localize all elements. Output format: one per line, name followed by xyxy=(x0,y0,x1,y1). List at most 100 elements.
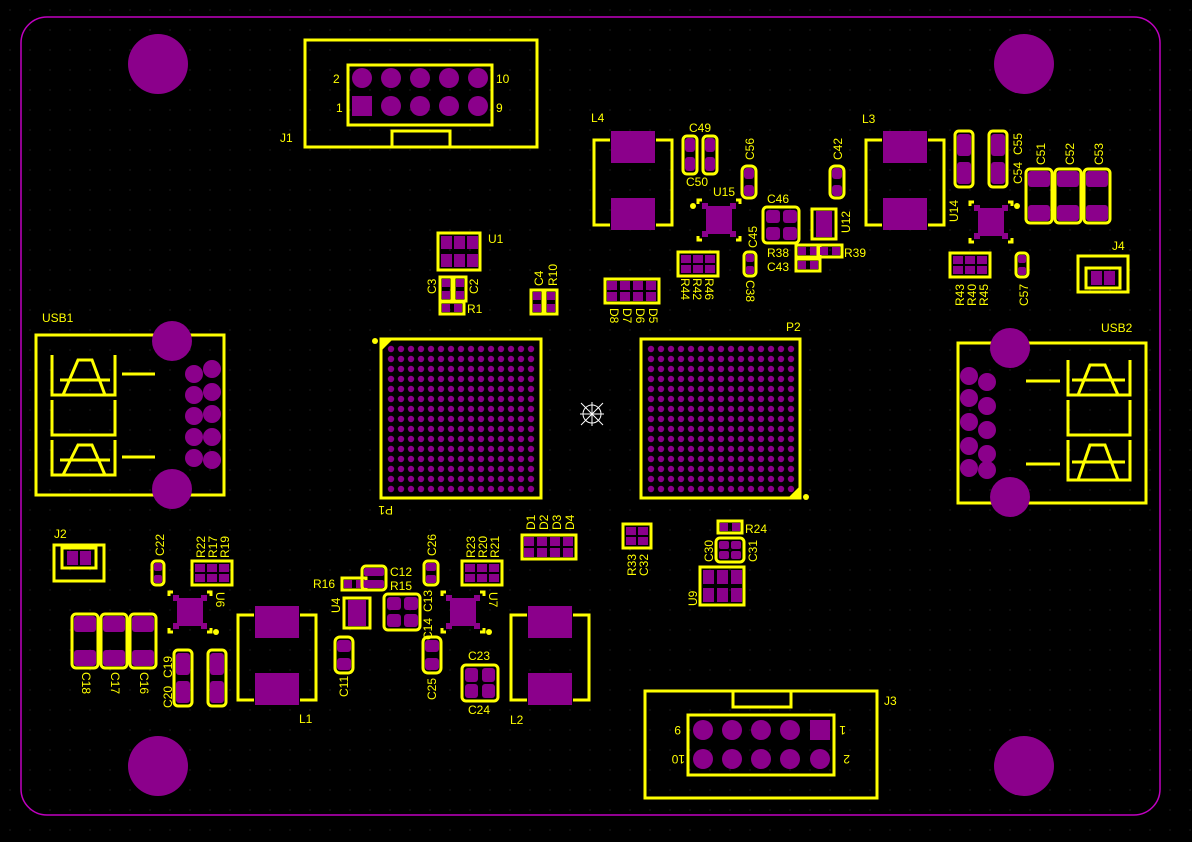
bga-ball xyxy=(667,465,675,473)
component-usb2[interactable] xyxy=(956,328,1148,517)
component-c11[interactable] xyxy=(333,635,355,675)
bga-ball xyxy=(447,405,455,413)
label-j3-pin2: 2 xyxy=(843,752,850,766)
component-r22-r17-r19[interactable] xyxy=(190,559,234,587)
component-r10[interactable] xyxy=(543,288,559,316)
component-led-array-d1-d4[interactable] xyxy=(520,533,578,561)
label-c26: C26 xyxy=(425,534,439,556)
component-c16[interactable] xyxy=(128,612,158,670)
component-u7[interactable] xyxy=(440,590,492,635)
component-r15[interactable] xyxy=(382,592,422,632)
bga-ball xyxy=(387,405,395,413)
component-c52[interactable] xyxy=(1053,167,1083,225)
component-r44-r42-r46[interactable] xyxy=(676,250,720,278)
bga-ball xyxy=(387,375,395,383)
component-c19[interactable] xyxy=(206,648,228,708)
label-u7: U7 xyxy=(486,592,500,608)
component-u6[interactable] xyxy=(167,590,219,635)
bga-ball xyxy=(667,375,675,383)
mounting-hole[interactable] xyxy=(128,736,188,796)
component-l2[interactable] xyxy=(509,606,591,705)
bga-ball xyxy=(497,385,505,393)
bga-ball xyxy=(757,475,765,483)
component-c50[interactable] xyxy=(701,134,719,176)
component-led-array-d5-d8[interactable] xyxy=(603,277,661,305)
bga-ball xyxy=(467,445,475,453)
bga-ball xyxy=(447,395,455,403)
component-u12[interactable] xyxy=(810,207,838,241)
component-l4[interactable] xyxy=(592,131,674,230)
component-c38[interactable] xyxy=(742,250,758,278)
component-r33-c32[interactable] xyxy=(621,522,653,550)
label-r16: R16 xyxy=(313,577,335,591)
component-c42[interactable] xyxy=(828,164,846,200)
component-c51[interactable] xyxy=(1024,167,1054,225)
component-u9[interactable] xyxy=(698,565,746,607)
component-c49[interactable] xyxy=(681,134,699,176)
component-u1[interactable] xyxy=(436,231,482,272)
component-c46[interactable] xyxy=(761,205,801,245)
bga-ball xyxy=(697,455,705,463)
component-c25[interactable] xyxy=(421,635,443,675)
component-c26[interactable] xyxy=(422,559,440,587)
bga-ball xyxy=(657,375,665,383)
bga-ball xyxy=(677,465,685,473)
bga-ball xyxy=(387,345,395,353)
bga-ball xyxy=(667,485,675,493)
bga-ball xyxy=(527,435,535,443)
component-l3[interactable] xyxy=(864,131,946,230)
bga-ball xyxy=(767,385,775,393)
bga-ball xyxy=(477,405,485,413)
mounting-hole[interactable] xyxy=(994,736,1054,796)
component-c55[interactable] xyxy=(987,129,1009,189)
component-u15[interactable] xyxy=(690,198,742,242)
bga-ball xyxy=(477,455,485,463)
component-l1[interactable] xyxy=(236,606,318,705)
label-d2: D2 xyxy=(537,514,551,530)
bga-ball xyxy=(787,475,795,483)
component-r43-r40-r45[interactable] xyxy=(948,251,992,279)
bga-ball xyxy=(507,425,515,433)
component-c18[interactable] xyxy=(70,612,100,670)
component-c17[interactable] xyxy=(99,612,129,670)
bga-ball xyxy=(507,405,515,413)
component-c20[interactable] xyxy=(172,648,194,708)
component-j4[interactable] xyxy=(1076,254,1130,294)
component-p1[interactable] xyxy=(372,337,543,500)
mounting-hole[interactable] xyxy=(128,34,188,94)
component-c54[interactable] xyxy=(953,129,975,189)
bga-ball xyxy=(767,365,775,373)
bga-ball xyxy=(687,465,695,473)
component-c4[interactable] xyxy=(529,288,545,316)
bga-ball xyxy=(497,375,505,383)
component-r23-r20-r21[interactable] xyxy=(460,559,504,587)
bga-ball xyxy=(417,425,425,433)
label-r39: R39 xyxy=(844,246,866,260)
component-u4[interactable] xyxy=(342,596,372,630)
component-r24[interactable] xyxy=(716,519,744,535)
label-c52: C52 xyxy=(1063,143,1077,165)
component-c53[interactable] xyxy=(1082,167,1112,225)
component-usb1[interactable] xyxy=(34,321,226,509)
component-j3[interactable] xyxy=(643,689,879,800)
bga-ball xyxy=(697,465,705,473)
component-c43[interactable] xyxy=(794,257,822,273)
bga-ball xyxy=(757,375,765,383)
component-c22[interactable] xyxy=(150,559,166,587)
component-p2[interactable] xyxy=(639,337,809,500)
bga-ball xyxy=(507,355,515,363)
component-r39[interactable] xyxy=(816,243,844,259)
component-c57[interactable] xyxy=(1014,251,1030,279)
component-j2[interactable] xyxy=(52,543,106,583)
label-c23: C23 xyxy=(468,649,490,663)
bga-ball xyxy=(757,435,765,443)
component-c12[interactable] xyxy=(360,564,388,592)
component-j1[interactable] xyxy=(303,38,539,149)
component-c56[interactable] xyxy=(740,164,758,200)
component-c30-c31[interactable] xyxy=(714,536,746,564)
bga-ball xyxy=(527,425,535,433)
component-u14[interactable] xyxy=(968,200,1020,244)
mounting-hole[interactable] xyxy=(994,34,1054,94)
component-c23-c24[interactable] xyxy=(460,663,500,703)
component-r1[interactable] xyxy=(438,300,466,316)
